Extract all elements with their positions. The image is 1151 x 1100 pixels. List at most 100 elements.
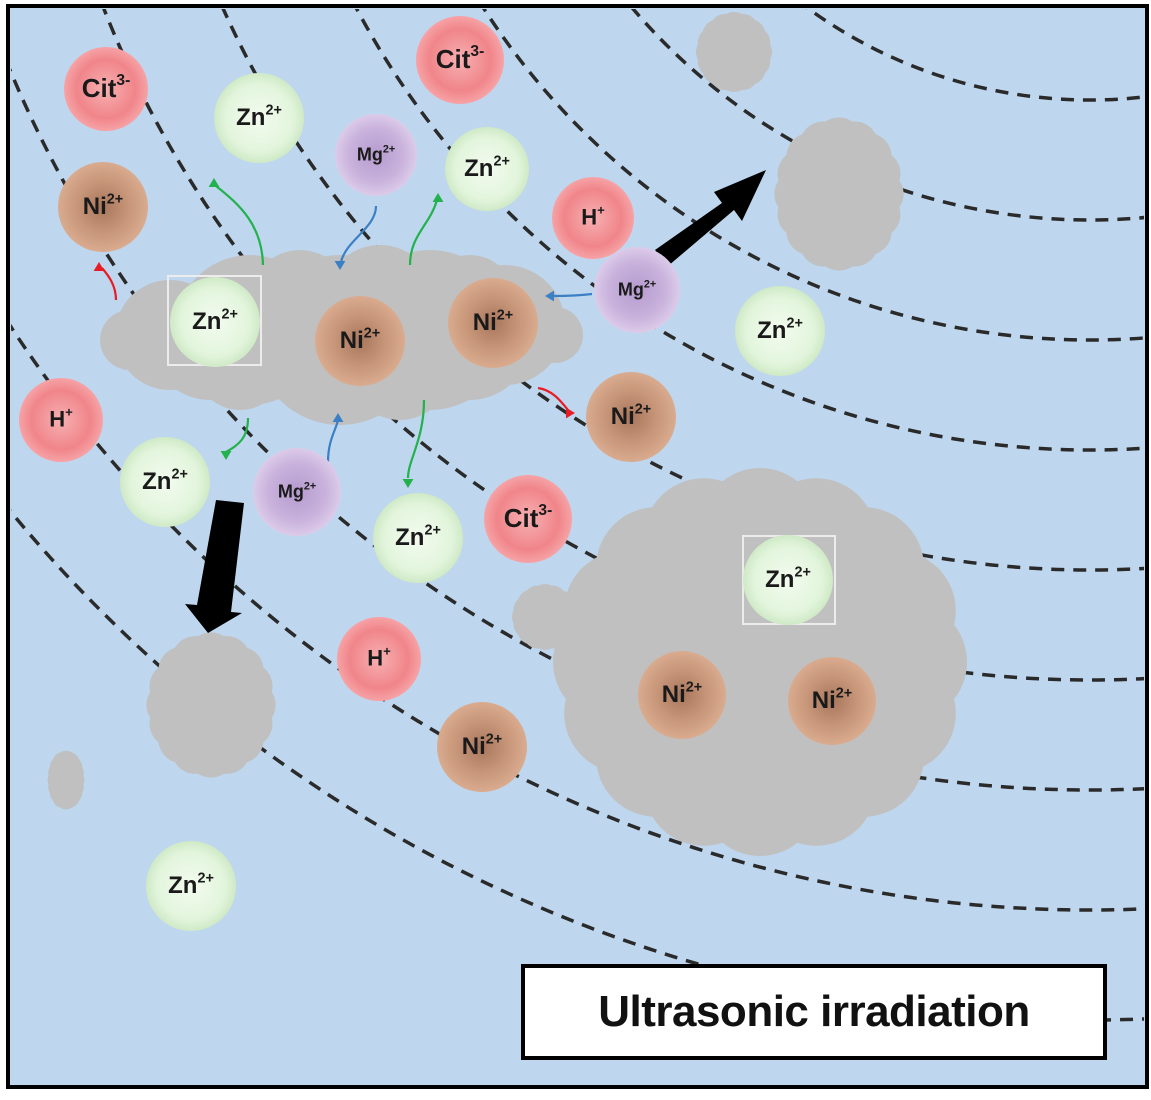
zn-ion: Zn2+ xyxy=(743,535,833,625)
ion-label: Zn2+ xyxy=(168,870,214,899)
zn-ion: Zn2+ xyxy=(735,286,825,376)
ion-charge: 2+ xyxy=(497,307,513,323)
ion-symbol: Zn xyxy=(168,872,197,899)
small-precipitate xyxy=(47,750,85,810)
ultrasonic-wavefronts xyxy=(11,9,1144,1022)
frame-border xyxy=(6,4,1149,1089)
ion-label: Ni2+ xyxy=(473,307,513,336)
ion-charge: 2+ xyxy=(836,685,852,701)
ion-circle xyxy=(586,372,676,462)
mg-incorporation-arrow xyxy=(326,413,344,463)
ion-label: Zn2+ xyxy=(765,564,811,593)
ion-symbol: Zn xyxy=(464,155,493,182)
ion-symbol: Zn xyxy=(192,308,221,335)
ion-symbol: Ni xyxy=(611,403,635,430)
ion-charge: 2+ xyxy=(304,480,316,492)
ion-label: Zn2+ xyxy=(192,306,238,335)
ion-circle xyxy=(335,114,417,196)
ni-release-arrow xyxy=(537,386,575,419)
ion-label: Ni2+ xyxy=(662,679,702,708)
ions: Cit3-Cit3-Cit3-Zn2+Zn2+Zn2+Zn2+Zn2+Zn2+Z… xyxy=(19,16,876,931)
ion-symbol: Cit xyxy=(504,503,539,533)
ion-charge: 3- xyxy=(538,502,552,519)
ion-symbol: H xyxy=(367,646,383,671)
ion-charge: 2+ xyxy=(197,870,213,886)
zn-release-arrow xyxy=(220,417,250,460)
wavefront-arc xyxy=(11,66,1144,792)
ni-ion: Ni2+ xyxy=(586,372,676,462)
wavefront-arc xyxy=(355,9,1144,452)
ion-charge: + xyxy=(383,644,391,659)
cit-ion: Cit3- xyxy=(484,475,572,563)
ion-label: Ni2+ xyxy=(462,731,502,760)
small-precipitate xyxy=(512,584,578,650)
ion-symbol: Cit xyxy=(436,44,471,74)
ion-circle xyxy=(315,296,405,386)
h-ion: H+ xyxy=(19,378,103,462)
small-precipitate xyxy=(696,12,772,92)
ion-symbol: H xyxy=(581,205,597,230)
small-precipitate xyxy=(146,632,276,778)
zn-ion: Zn2+ xyxy=(214,73,304,163)
ion-label: Zn2+ xyxy=(236,102,282,131)
ion-charge: 2+ xyxy=(493,153,509,169)
ion-symbol: Ni xyxy=(340,327,364,354)
ion-charge: 2+ xyxy=(786,315,802,331)
ion-symbol: H xyxy=(49,407,65,432)
ion-circle xyxy=(58,162,148,252)
ion-label: H+ xyxy=(49,405,73,432)
ion-label: Zn2+ xyxy=(757,315,803,344)
small-precipitate xyxy=(774,117,904,271)
ion-symbol: Zn xyxy=(142,468,171,495)
ion-symbol: Ni xyxy=(812,687,836,714)
ion-label: Zn2+ xyxy=(464,153,510,182)
ion-circle xyxy=(743,535,833,625)
ion-label: Mg2+ xyxy=(278,480,316,501)
ion-label: Ni2+ xyxy=(340,325,380,354)
ion-label: Zn2+ xyxy=(142,466,188,495)
ion-charge: 2+ xyxy=(486,731,502,747)
zn-ion: Zn2+ xyxy=(445,127,529,211)
ion-circle xyxy=(170,277,260,367)
mg-incorporation-arrow xyxy=(545,290,593,302)
mg-incorporation-arrow xyxy=(334,205,378,270)
ion-charge: 2+ xyxy=(364,325,380,341)
ion-circle xyxy=(552,177,634,259)
h-ion: H+ xyxy=(337,617,421,701)
ion-symbol: Zn xyxy=(395,524,424,551)
ion-circle xyxy=(120,437,210,527)
ion-circle xyxy=(253,448,341,536)
ion-circle xyxy=(448,278,538,368)
wavefront-arc xyxy=(482,9,1144,342)
mg-ion: Mg2+ xyxy=(253,448,341,536)
ion-circle xyxy=(19,378,103,462)
ion-symbol: Zn xyxy=(236,104,265,131)
ion-symbol: Zn xyxy=(765,566,794,593)
ion-symbol: Ni xyxy=(462,733,486,760)
ion-label: H+ xyxy=(367,644,391,671)
ion-label: Ni2+ xyxy=(611,401,651,430)
ion-label: Mg2+ xyxy=(357,143,395,164)
mg-ion: Mg2+ xyxy=(594,247,680,333)
ion-label: Cit3- xyxy=(82,72,131,103)
ion-symbol: Mg xyxy=(278,481,304,501)
ion-charge: 2+ xyxy=(221,306,237,322)
ion-circle xyxy=(638,651,726,739)
ion-charge: + xyxy=(65,405,73,420)
ion-charge: 2+ xyxy=(265,102,281,118)
cit-ion: Cit3- xyxy=(416,16,504,104)
ion-circle xyxy=(64,47,148,131)
zn-release-arrow xyxy=(208,178,265,266)
ion-symbol: Ni xyxy=(473,309,497,336)
zn-release-arrow xyxy=(408,193,444,266)
zn-ion: Zn2+ xyxy=(120,437,210,527)
ion-circle xyxy=(416,16,504,104)
ion-charge: 2+ xyxy=(686,679,702,695)
ion-symbol: Mg xyxy=(357,144,383,164)
h-ion: H+ xyxy=(552,177,634,259)
ni-ion: Ni2+ xyxy=(638,651,726,739)
ion-circle xyxy=(337,617,421,701)
ion-symbol: Cit xyxy=(82,73,117,103)
zn-ion: Zn2+ xyxy=(170,277,260,367)
